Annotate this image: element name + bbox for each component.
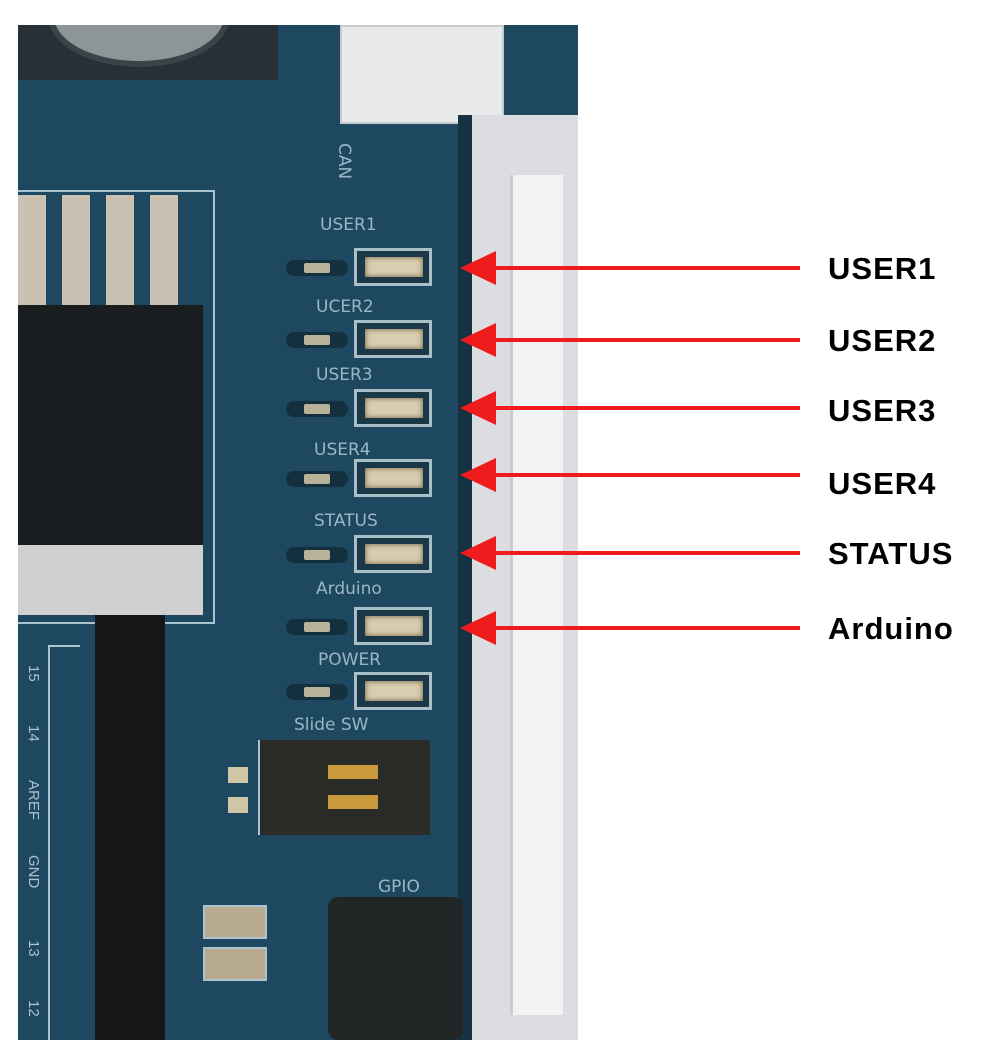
switch-lever-2 — [328, 795, 378, 809]
silk-gpio: GPIO — [378, 877, 420, 897]
pin-label: 14 — [25, 725, 42, 742]
pcb-photo: CAN 15 14 AREF GND 13 12 USER1 UCER2 USE… — [18, 25, 578, 1040]
callout-label-user3: USER3 — [828, 393, 937, 428]
pin-label: 13 — [25, 940, 42, 957]
led-user3 — [286, 389, 436, 429]
chip-body — [18, 305, 203, 545]
pin-label: 12 — [25, 1000, 42, 1017]
pin-label: 15 — [25, 665, 42, 682]
led-user2 — [286, 320, 436, 360]
silk-status: STATUS — [314, 511, 378, 531]
enclosure-slot — [510, 175, 563, 1015]
callout-label-user2: USER2 — [828, 323, 937, 358]
smd-component — [203, 947, 267, 981]
header-outline — [48, 645, 80, 1040]
switch-lever-1 — [328, 765, 378, 779]
can-connector — [340, 25, 504, 124]
silk-can: CAN — [334, 143, 354, 180]
silk-user3: USER3 — [316, 365, 373, 385]
callout-label-user4: USER4 — [828, 466, 937, 501]
callout-label-arduino: Arduino — [828, 611, 954, 646]
chip-tab — [18, 545, 203, 615]
smd-component — [203, 905, 267, 939]
silk-user1: USER1 — [320, 215, 377, 235]
led-status — [286, 535, 436, 575]
slide-switch — [258, 740, 430, 835]
gpio-header — [328, 897, 463, 1040]
pin-label: AREF — [25, 780, 42, 821]
silk-arduino: Arduino — [316, 579, 382, 599]
switch-pads — [228, 767, 248, 813]
callout-label-status: STATUS — [828, 536, 954, 571]
led-user1 — [286, 248, 436, 288]
pin-header — [95, 615, 165, 1040]
led-user4 — [286, 459, 436, 499]
silk-power: POWER — [318, 650, 381, 670]
pin-label: GND — [25, 855, 42, 889]
callout-label-user1: USER1 — [828, 251, 937, 286]
silk-user2: UCER2 — [316, 297, 374, 317]
led-arduino — [286, 607, 436, 647]
silk-user4: USER4 — [314, 440, 371, 460]
led-power — [286, 672, 436, 712]
chip-pins — [18, 195, 188, 310]
silk-slide-sw: Slide SW — [294, 715, 369, 735]
